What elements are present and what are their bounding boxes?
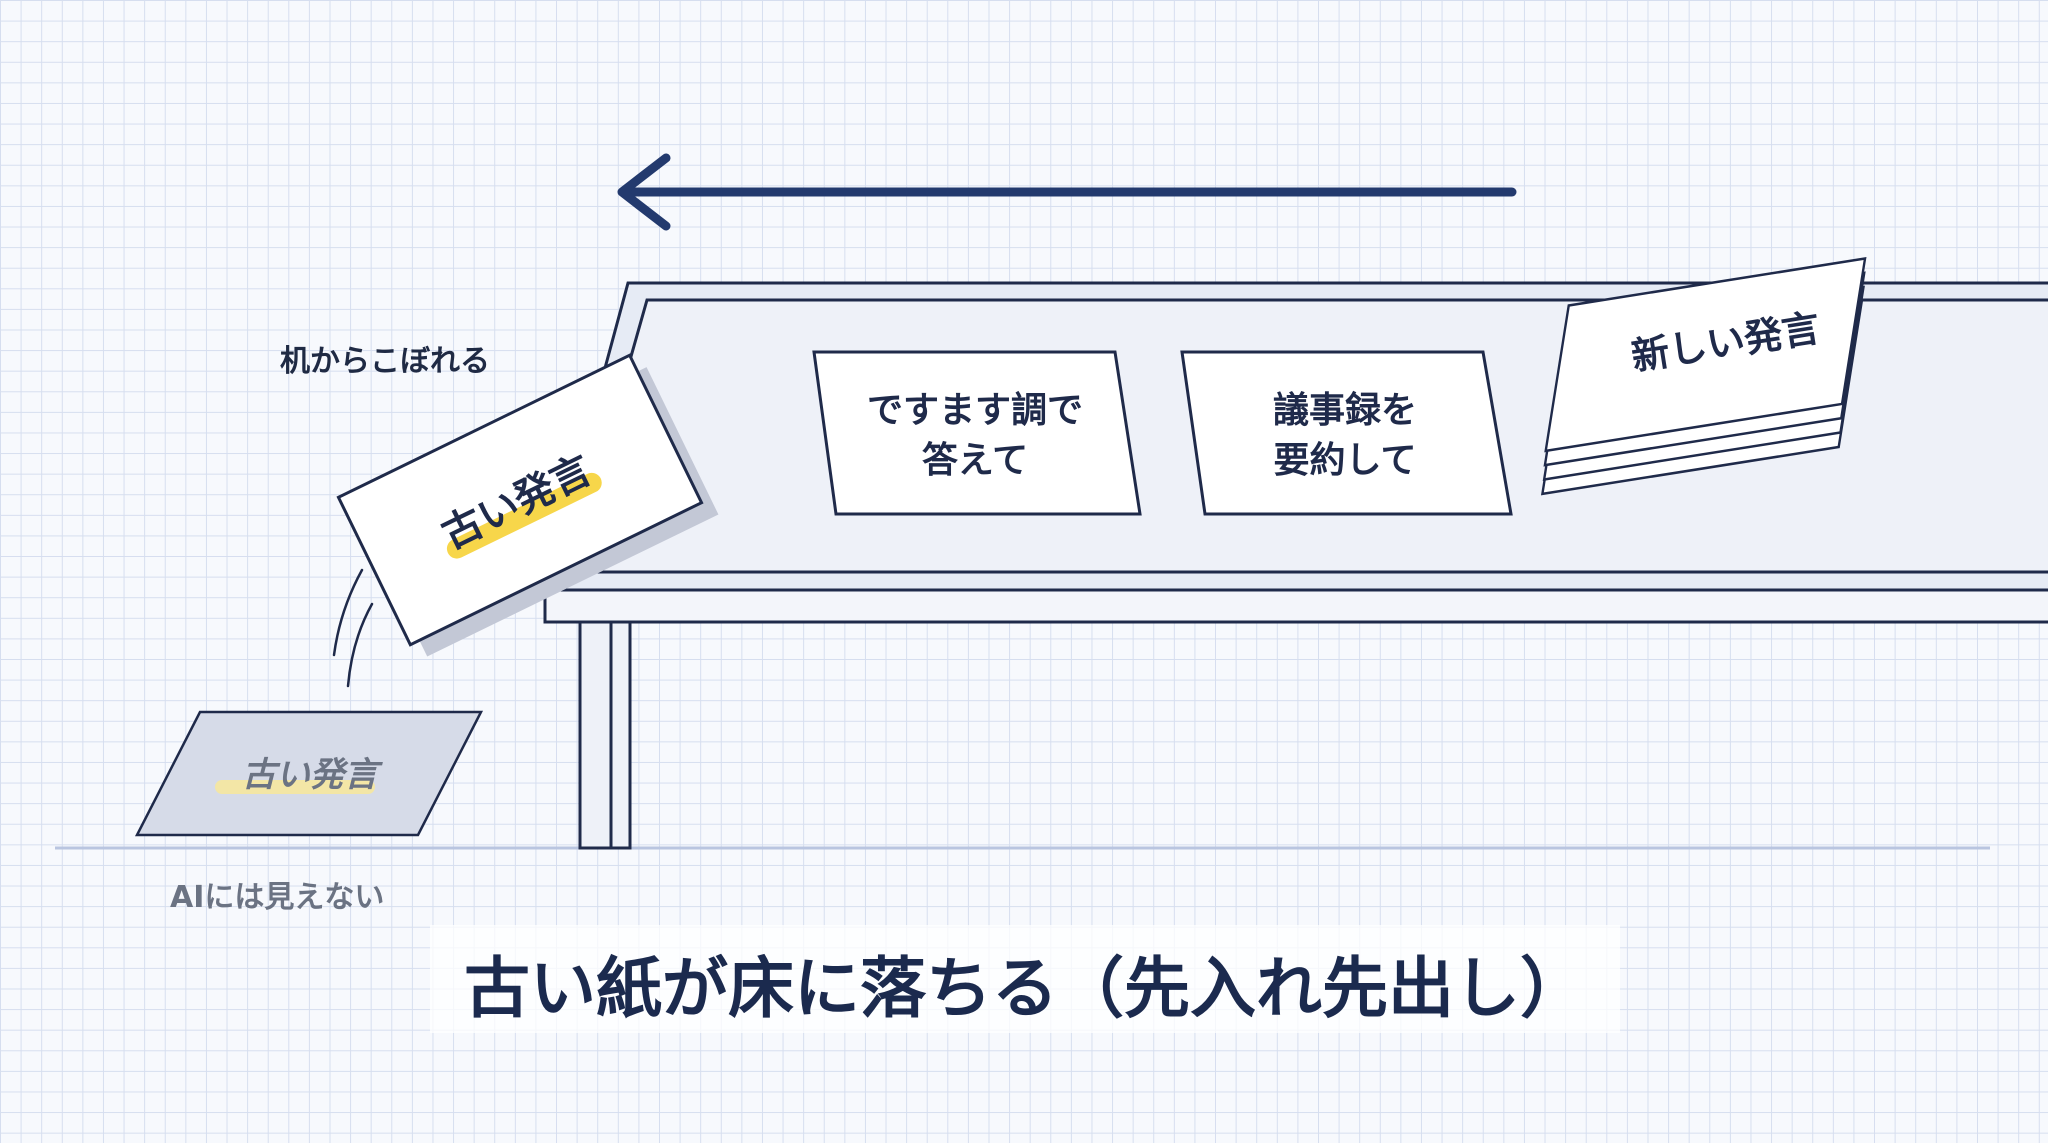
card-summary-line-1: 議事録を [1273,390,1417,431]
table-card-style: ですます調で 答えて [812,350,1142,516]
table-apron [543,588,2048,624]
new-card-stack: 新しい発言 [1540,257,1867,496]
motion-lines-icon [332,568,374,688]
floor-card: 古い発言 [134,710,484,837]
floor-highlight-mark [215,780,375,794]
floor-card-label: 古い発言 [242,755,383,795]
falling-card: 古い発言 [336,353,719,657]
caption: 古い紙が床に落ちる（先入れ先出し） [464,950,1586,1027]
card-style-line-1: ですます調で [867,390,1083,431]
table-leg [578,618,632,850]
invisible-to-ai-label: AIには見えない [170,880,385,915]
falling-label: 机からこぼれる [280,344,490,379]
table-card-summary: 議事録を 要約して [1180,350,1513,516]
card-style-line-2: 答えて [922,440,1028,481]
highlight-mark [446,472,602,559]
caption-background [430,925,1620,1033]
card-summary-line-2: 要約して [1274,440,1417,481]
arrow-left-icon [617,153,1517,231]
